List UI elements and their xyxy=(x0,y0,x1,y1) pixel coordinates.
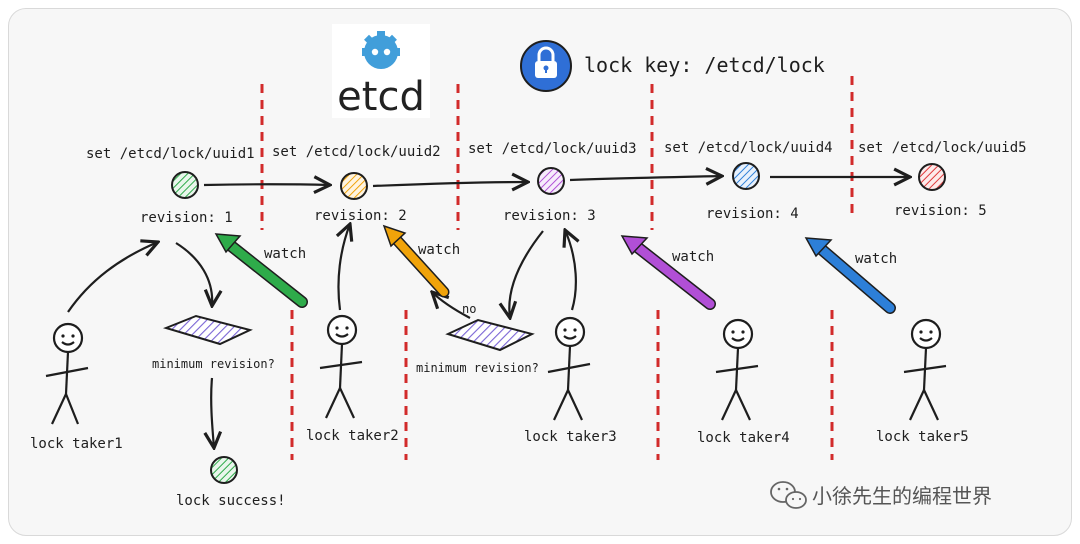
etcd-logo: etcd xyxy=(332,24,430,120)
decision-diamond-1 xyxy=(162,314,253,346)
lock-taker-5-label: lock taker5 xyxy=(876,429,969,445)
node-1-key: set /etcd/lock/uuid1 xyxy=(86,146,255,162)
success-arrow xyxy=(211,377,214,448)
node-5-revision: revision: 5 xyxy=(894,203,987,219)
check-arrow-3 xyxy=(509,230,544,318)
node-5-key: set /etcd/lock/uuid5 xyxy=(858,140,1027,156)
node-2-circle xyxy=(340,172,368,200)
watch-arrow-taker5 xyxy=(804,237,896,314)
node-1-revision: revision: 1 xyxy=(140,210,233,226)
node-3-key: set /etcd/lock/uuid3 xyxy=(468,141,637,157)
node-2-revision: revision: 2 xyxy=(314,208,407,224)
dividers xyxy=(260,76,854,460)
lock-success-node xyxy=(210,456,238,484)
watch-arrow-taker2 xyxy=(214,233,308,308)
lock-success-label: lock success! xyxy=(176,493,286,509)
diagram-panel xyxy=(8,8,1072,536)
etcd-gear-icon xyxy=(362,31,400,69)
lock-taker-1-label: lock taker1 xyxy=(30,436,123,452)
taker3-request-arrow xyxy=(565,230,576,311)
node-4-circle xyxy=(732,162,760,190)
lock-taker-3-label: lock taker3 xyxy=(524,429,617,445)
node-4-key: set /etcd/lock/uuid4 xyxy=(664,140,833,156)
no-label: no xyxy=(462,302,476,316)
lock-taker-4-figure xyxy=(715,318,759,421)
etcd-logo-text: etcd xyxy=(337,74,425,120)
watch-label-4: watch xyxy=(855,251,897,267)
wechat-icon xyxy=(770,481,807,509)
watermark-text: 小徐先生的编程世界 xyxy=(812,484,992,508)
watermark: 小徐先生的编程世界 xyxy=(770,481,992,509)
watch-arrow-taker3 xyxy=(382,224,450,298)
node-5-circle xyxy=(918,163,946,191)
watch-label-1: watch xyxy=(264,246,306,262)
no-arrow xyxy=(432,292,471,319)
node-3-circle xyxy=(537,167,565,195)
taker2-request-arrow xyxy=(338,224,350,311)
sequence-arrow-1 xyxy=(203,184,330,185)
decision-label-1: minimum revision? xyxy=(152,357,275,371)
lock-taker-2-label: lock taker2 xyxy=(306,428,399,444)
lock-taker-3-figure xyxy=(547,316,591,421)
decision-diamond-3 xyxy=(445,318,535,352)
lock-key-heading: lock key: /etcd/lock xyxy=(520,40,825,92)
lock-taker-5-figure xyxy=(903,318,947,421)
check-arrow-1 xyxy=(175,242,212,306)
lock-key-label: lock key: /etcd/lock xyxy=(584,53,825,77)
node-3-revision: revision: 3 xyxy=(503,208,596,224)
node-1-circle xyxy=(171,171,199,199)
watch-label-3: watch xyxy=(672,249,714,265)
lock-taker-1-figure xyxy=(45,322,89,425)
node-4-revision: revision: 4 xyxy=(706,206,799,222)
decision-label-3: minimum revision? xyxy=(416,361,539,375)
watch-arrow-taker4 xyxy=(620,235,716,310)
node-2-key: set /etcd/lock/uuid2 xyxy=(272,144,441,160)
sequence-arrow-3 xyxy=(569,176,722,180)
taker1-request-arrow xyxy=(67,242,158,313)
lock-taker-2-figure xyxy=(319,314,363,419)
watch-label-2: watch xyxy=(418,242,460,258)
lock-taker-4-label: lock taker4 xyxy=(697,430,790,446)
sequence-arrow-2 xyxy=(372,182,528,186)
